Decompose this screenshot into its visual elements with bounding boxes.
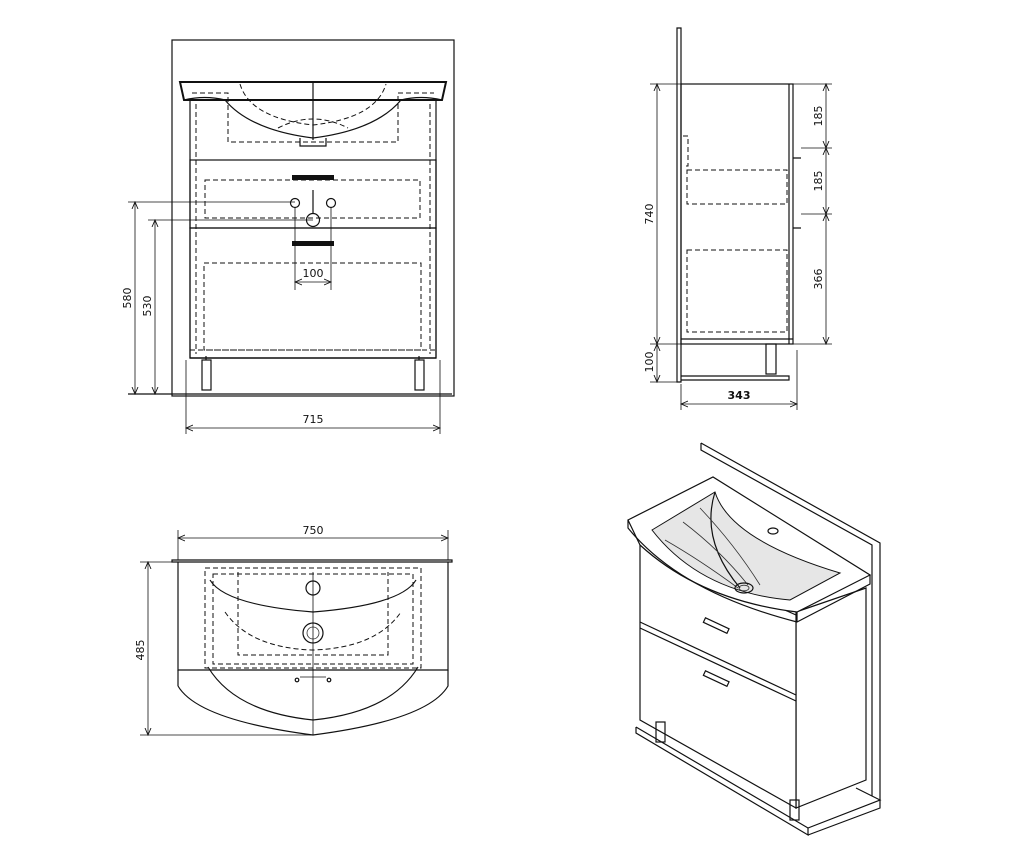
isometric-view bbox=[627, 442, 882, 837]
dim-front-width: 715 bbox=[303, 413, 324, 426]
top-view: 750 485 bbox=[134, 524, 453, 735]
dim-tap-spacing: 100 bbox=[303, 267, 324, 280]
dim-side-drawer2: 185 bbox=[812, 171, 825, 192]
dim-side-total: 740 bbox=[643, 204, 656, 225]
dim-front-height-outer: 580 bbox=[121, 288, 134, 309]
dim-front-height-inner: 530 bbox=[141, 296, 154, 317]
dim-side-depth: 343 bbox=[728, 389, 751, 402]
dim-top-width: 750 bbox=[303, 524, 324, 537]
front-view: 715 100 580 530 bbox=[121, 39, 455, 434]
dim-side-drawer1: 185 bbox=[812, 106, 825, 127]
dim-side-lower: 366 bbox=[812, 269, 825, 290]
dim-side-legs: 100 bbox=[643, 352, 656, 373]
side-view: 740 100 185 185 366 343 bbox=[643, 27, 832, 410]
dim-top-depth: 485 bbox=[134, 640, 147, 661]
